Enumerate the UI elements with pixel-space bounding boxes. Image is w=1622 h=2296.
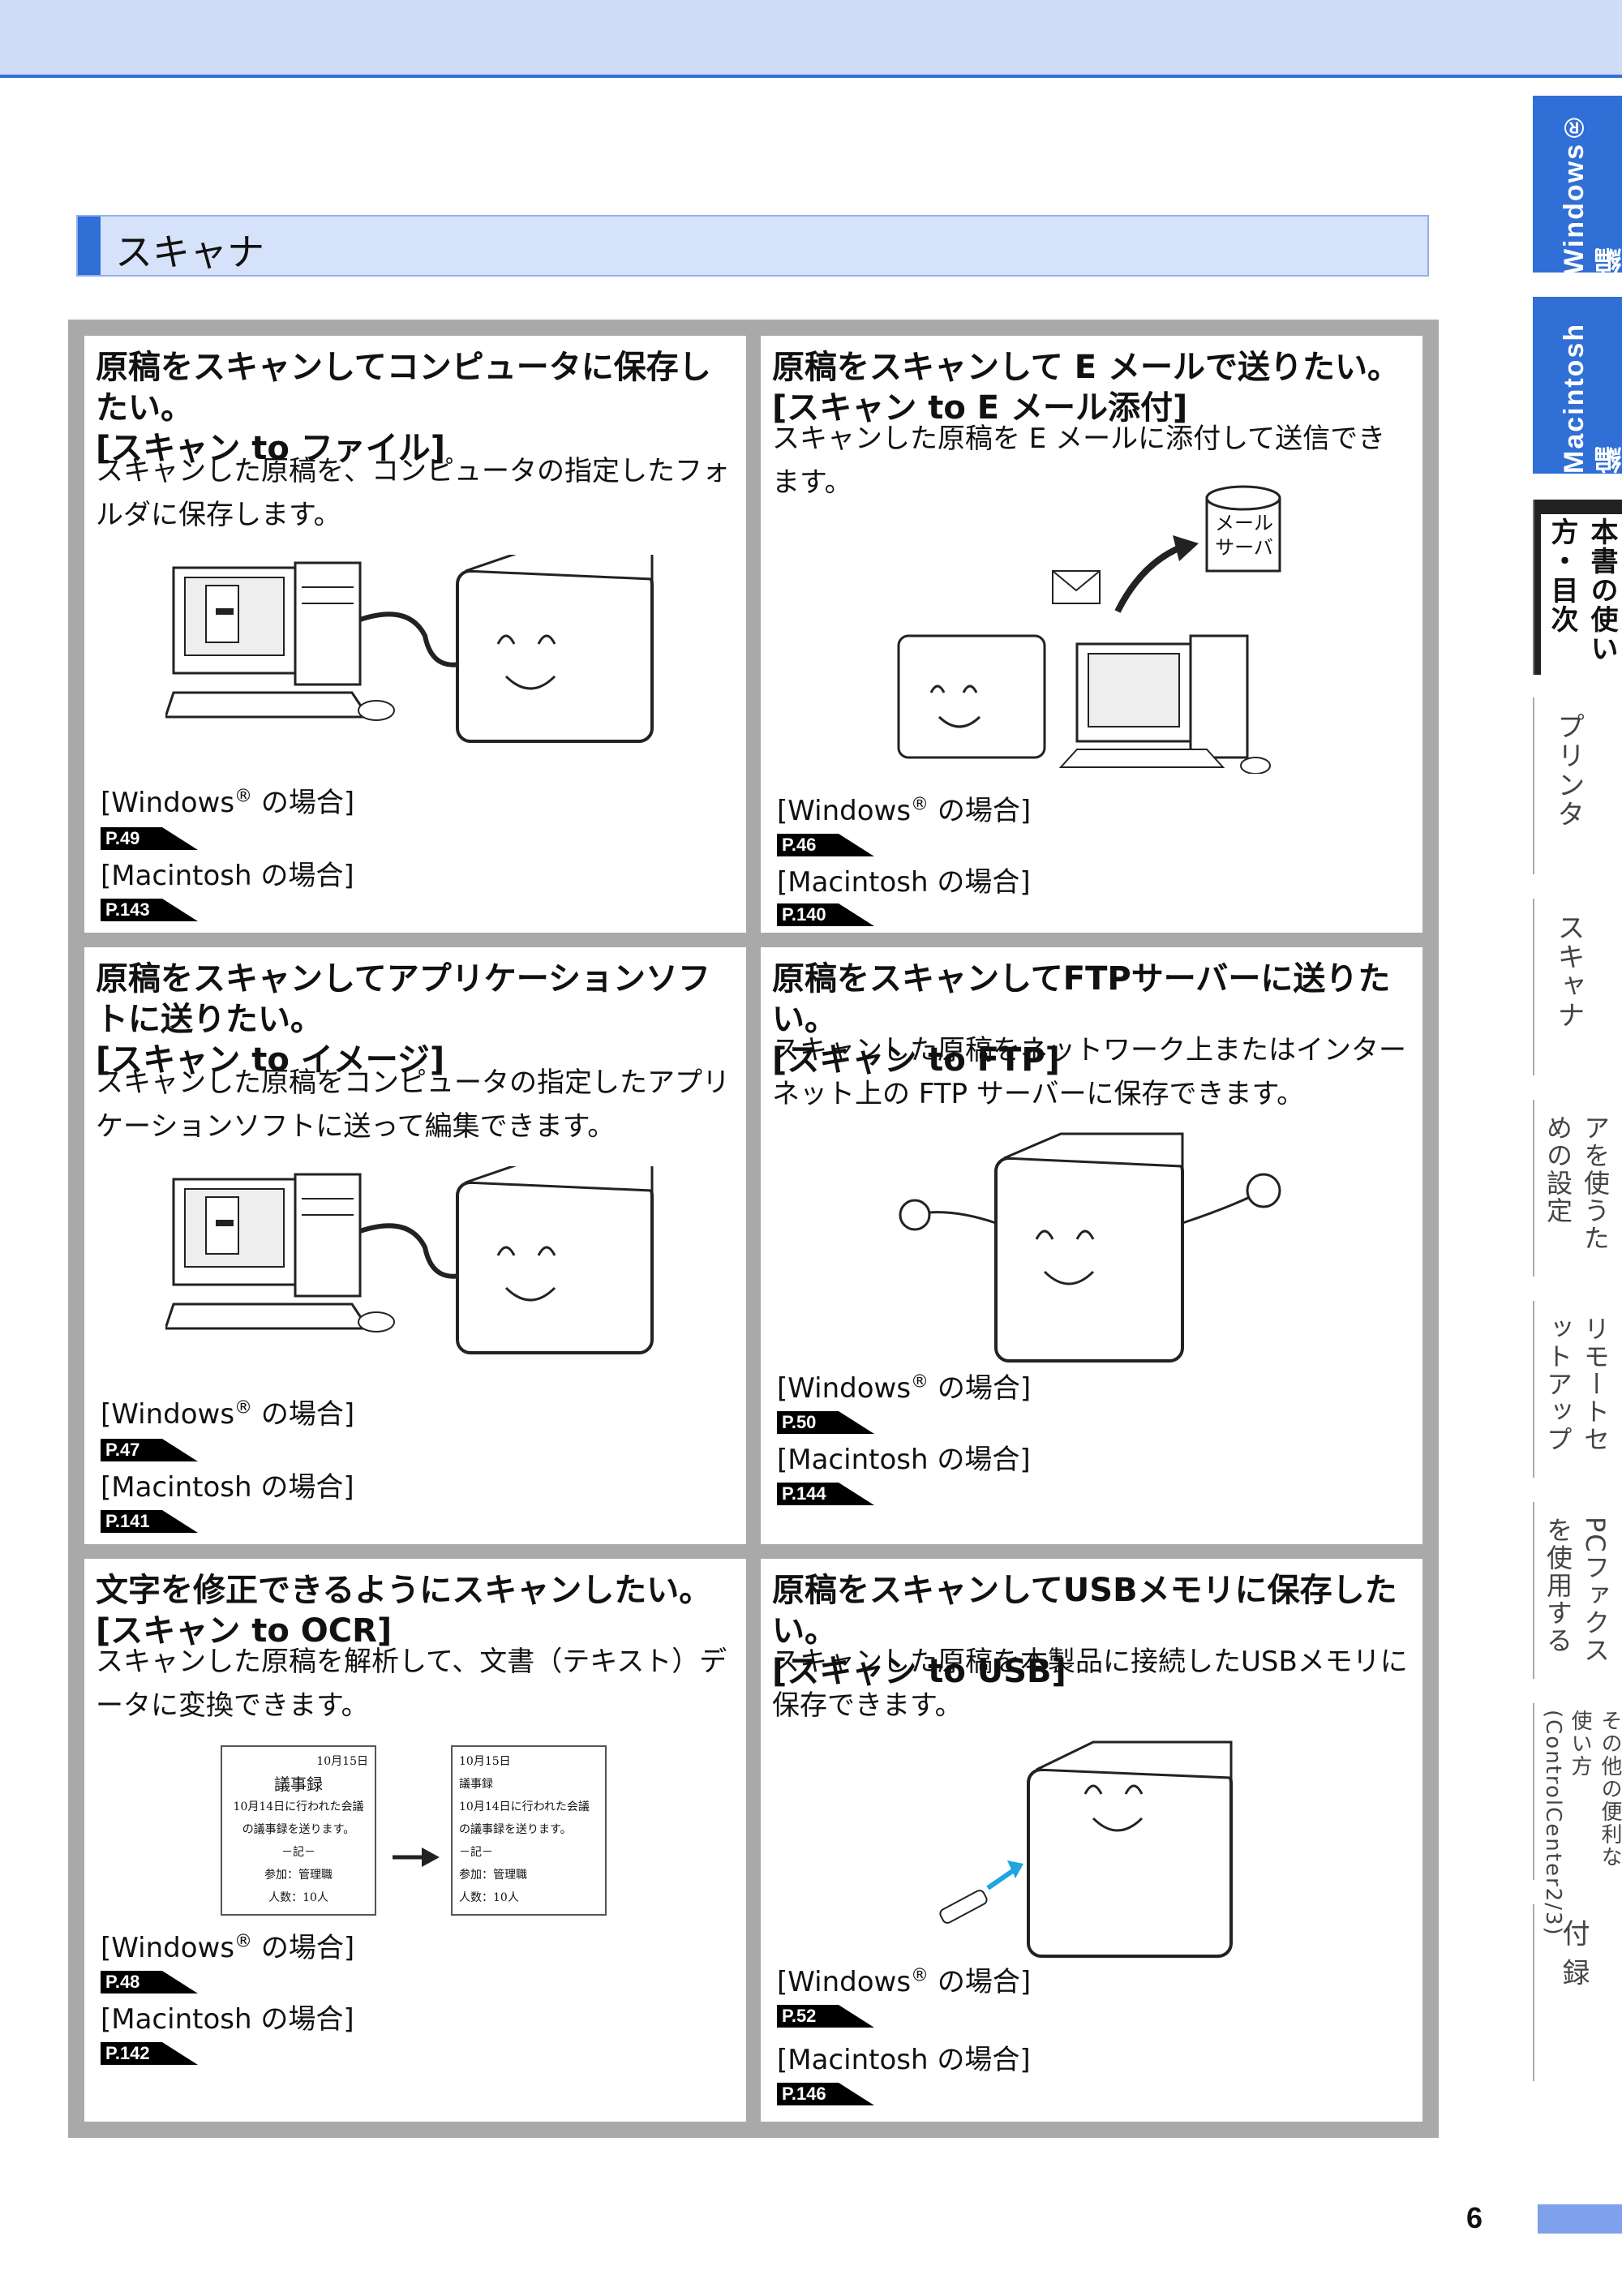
arrow-right-icon (393, 1848, 440, 1867)
macintosh-label: [Macintosh の場合] (101, 1471, 354, 1504)
side-tab-windows[interactable]: Windows®編 (1533, 96, 1622, 275)
cell-scan-to-email: 原稿をスキャンして E メールで送りたい。 [スキャン to E メール添付] … (761, 336, 1422, 933)
windows-label: [Windows® の場合] (101, 1397, 355, 1431)
section-title: スキャナ (115, 230, 264, 274)
cell-description: スキャンした原稿を本製品に接続したUSBメモリに保存できます。 (772, 1646, 1408, 1722)
macintosh-label: [Macintosh の場合] (777, 2044, 1031, 2076)
windows-page-ref[interactable]: P.50 (777, 1411, 874, 1434)
windows-label: [Windows® の場合] (777, 1371, 1032, 1405)
mail-server-label: メール サーバ (1215, 512, 1273, 559)
cell-scan-to-file: 原稿をスキャンしてコンピュータに保存したい。 [スキャン to ファイル] スキ… (84, 336, 746, 933)
cell-scan-to-usb: 原稿をスキャンしてUSBメモリに保存したい。 [スキャン to USB] スキャ… (761, 1559, 1422, 2122)
cell-description: スキャンした原稿をコンピュータの指定したアプリケーションソフトに送って編集できま… (96, 1066, 730, 1143)
section-title-box: スキャナ (76, 215, 1429, 277)
cell-heading: 文字を修正できるようにスキャンしたい。 [スキャン to OCR] (96, 1572, 712, 1650)
macintosh-page-ref[interactable]: P.144 (777, 1483, 874, 1505)
macintosh-label: [Macintosh の場合] (101, 860, 354, 892)
side-tab-printer[interactable]: プリンタ (1533, 697, 1622, 874)
windows-page-ref[interactable]: P.47 (101, 1439, 198, 1461)
macintosh-page-ref[interactable]: P.140 (777, 903, 874, 926)
page-number-bar (1538, 2204, 1622, 2234)
windows-page-ref[interactable]: P.49 (101, 827, 198, 850)
email-illustration (897, 485, 1281, 774)
pc-to-printer-illustration (165, 1166, 654, 1354)
macintosh-page-ref[interactable]: P.146 (777, 2083, 874, 2105)
cell-scan-to-ocr: 文字を修正できるようにスキャンしたい。 [スキャン to OCR] スキャンした… (84, 1559, 746, 2122)
cell-description: スキャンした原稿を、コンピュータの指定したフォルダに保存します。 (96, 455, 730, 531)
side-tab-other-features[interactable]: その他の便利な使い方(ControlCenter2/3) (1533, 1703, 1622, 1937)
cell-description: スキャンした原稿を解析して、文書（テキスト）データに変換できます。 (96, 1646, 727, 1722)
windows-label: [Windows® の場合] (777, 1965, 1032, 1998)
page-number: 6 (1466, 2201, 1483, 2234)
cell-description: スキャンした原稿をネットワーク上またはインターネット上の FTP サーバーに保存… (772, 1034, 1406, 1110)
scanned-document-image: 10月15日 議事録 10月14日に行われた会議 の議事録を送ります。 －記－ … (221, 1745, 376, 1916)
macintosh-page-ref[interactable]: P.141 (101, 1510, 198, 1533)
macintosh-label: [Macintosh の場合] (101, 2003, 354, 2036)
section-title-bar (78, 217, 101, 275)
windows-page-ref[interactable]: P.46 (777, 834, 874, 856)
side-tab-scanner[interactable]: スキャナ (1533, 899, 1622, 1075)
windows-label: [Windows® の場合] (777, 794, 1032, 827)
top-band (0, 0, 1622, 78)
side-tab-pc-fax[interactable]: PCファクスを使用する (1533, 1502, 1622, 1679)
side-tab-appendix[interactable]: 付 録 (1533, 1904, 1622, 2081)
side-tab-macintosh[interactable]: Macintosh 編 (1533, 297, 1622, 474)
cell-scan-to-image: 原稿をスキャンしてアプリケーションソフトに送りたい。 [スキャン to イメージ… (84, 947, 746, 1544)
pc-to-printer-illustration (165, 555, 654, 743)
cell-heading: 原稿をスキャンしてFTPサーバーに送りたい。 [スキャン to FTP] (772, 960, 1391, 1079)
side-tab-remote-setup[interactable]: リモートセットアップ (1533, 1301, 1622, 1478)
windows-page-ref[interactable]: P.48 (101, 1971, 198, 1993)
usb-printer-illustration (939, 1740, 1233, 1958)
windows-label: [Windows® の場合] (101, 1931, 355, 1964)
side-tab-how-to-use[interactable]: 本書の使い方・目次 (1533, 500, 1622, 675)
cell-heading: 原稿をスキャンしてコンピュータに保存したい。 [スキャン to ファイル] (96, 349, 711, 467)
cell-scan-to-ftp: 原稿をスキャンしてFTPサーバーに送りたい。 [スキャン to FTP] スキャ… (761, 947, 1422, 1544)
side-tab-software-settings[interactable]: ソフトウェアを使うための設定 (1533, 1100, 1622, 1277)
printer-character-illustration (899, 1132, 1281, 1363)
text-document-image: 10月15日 議事録 10月14日に行われた会議 の議事録を送ります。 －記－ … (451, 1745, 607, 1916)
cell-heading: 原稿をスキャンしてアプリケーションソフトに送りたい。 [スキャン to イメージ… (96, 960, 710, 1079)
windows-page-ref[interactable]: P.52 (777, 2005, 874, 2028)
macintosh-page-ref[interactable]: P.143 (101, 899, 198, 921)
cell-heading: 原稿をスキャンしてUSBメモリに保存したい。 [スキャン to USB] (772, 1572, 1397, 1690)
cell-heading: 原稿をスキャンして E メールで送りたい。 [スキャン to E メール添付] (772, 349, 1400, 427)
macintosh-label: [Macintosh の場合] (777, 1444, 1031, 1476)
macintosh-page-ref[interactable]: P.142 (101, 2042, 198, 2065)
macintosh-label: [Macintosh の場合] (777, 866, 1031, 899)
cell-description: スキャンした原稿を E メールに添付して送信できます。 (772, 423, 1386, 499)
windows-label: [Windows® の場合] (101, 786, 355, 819)
